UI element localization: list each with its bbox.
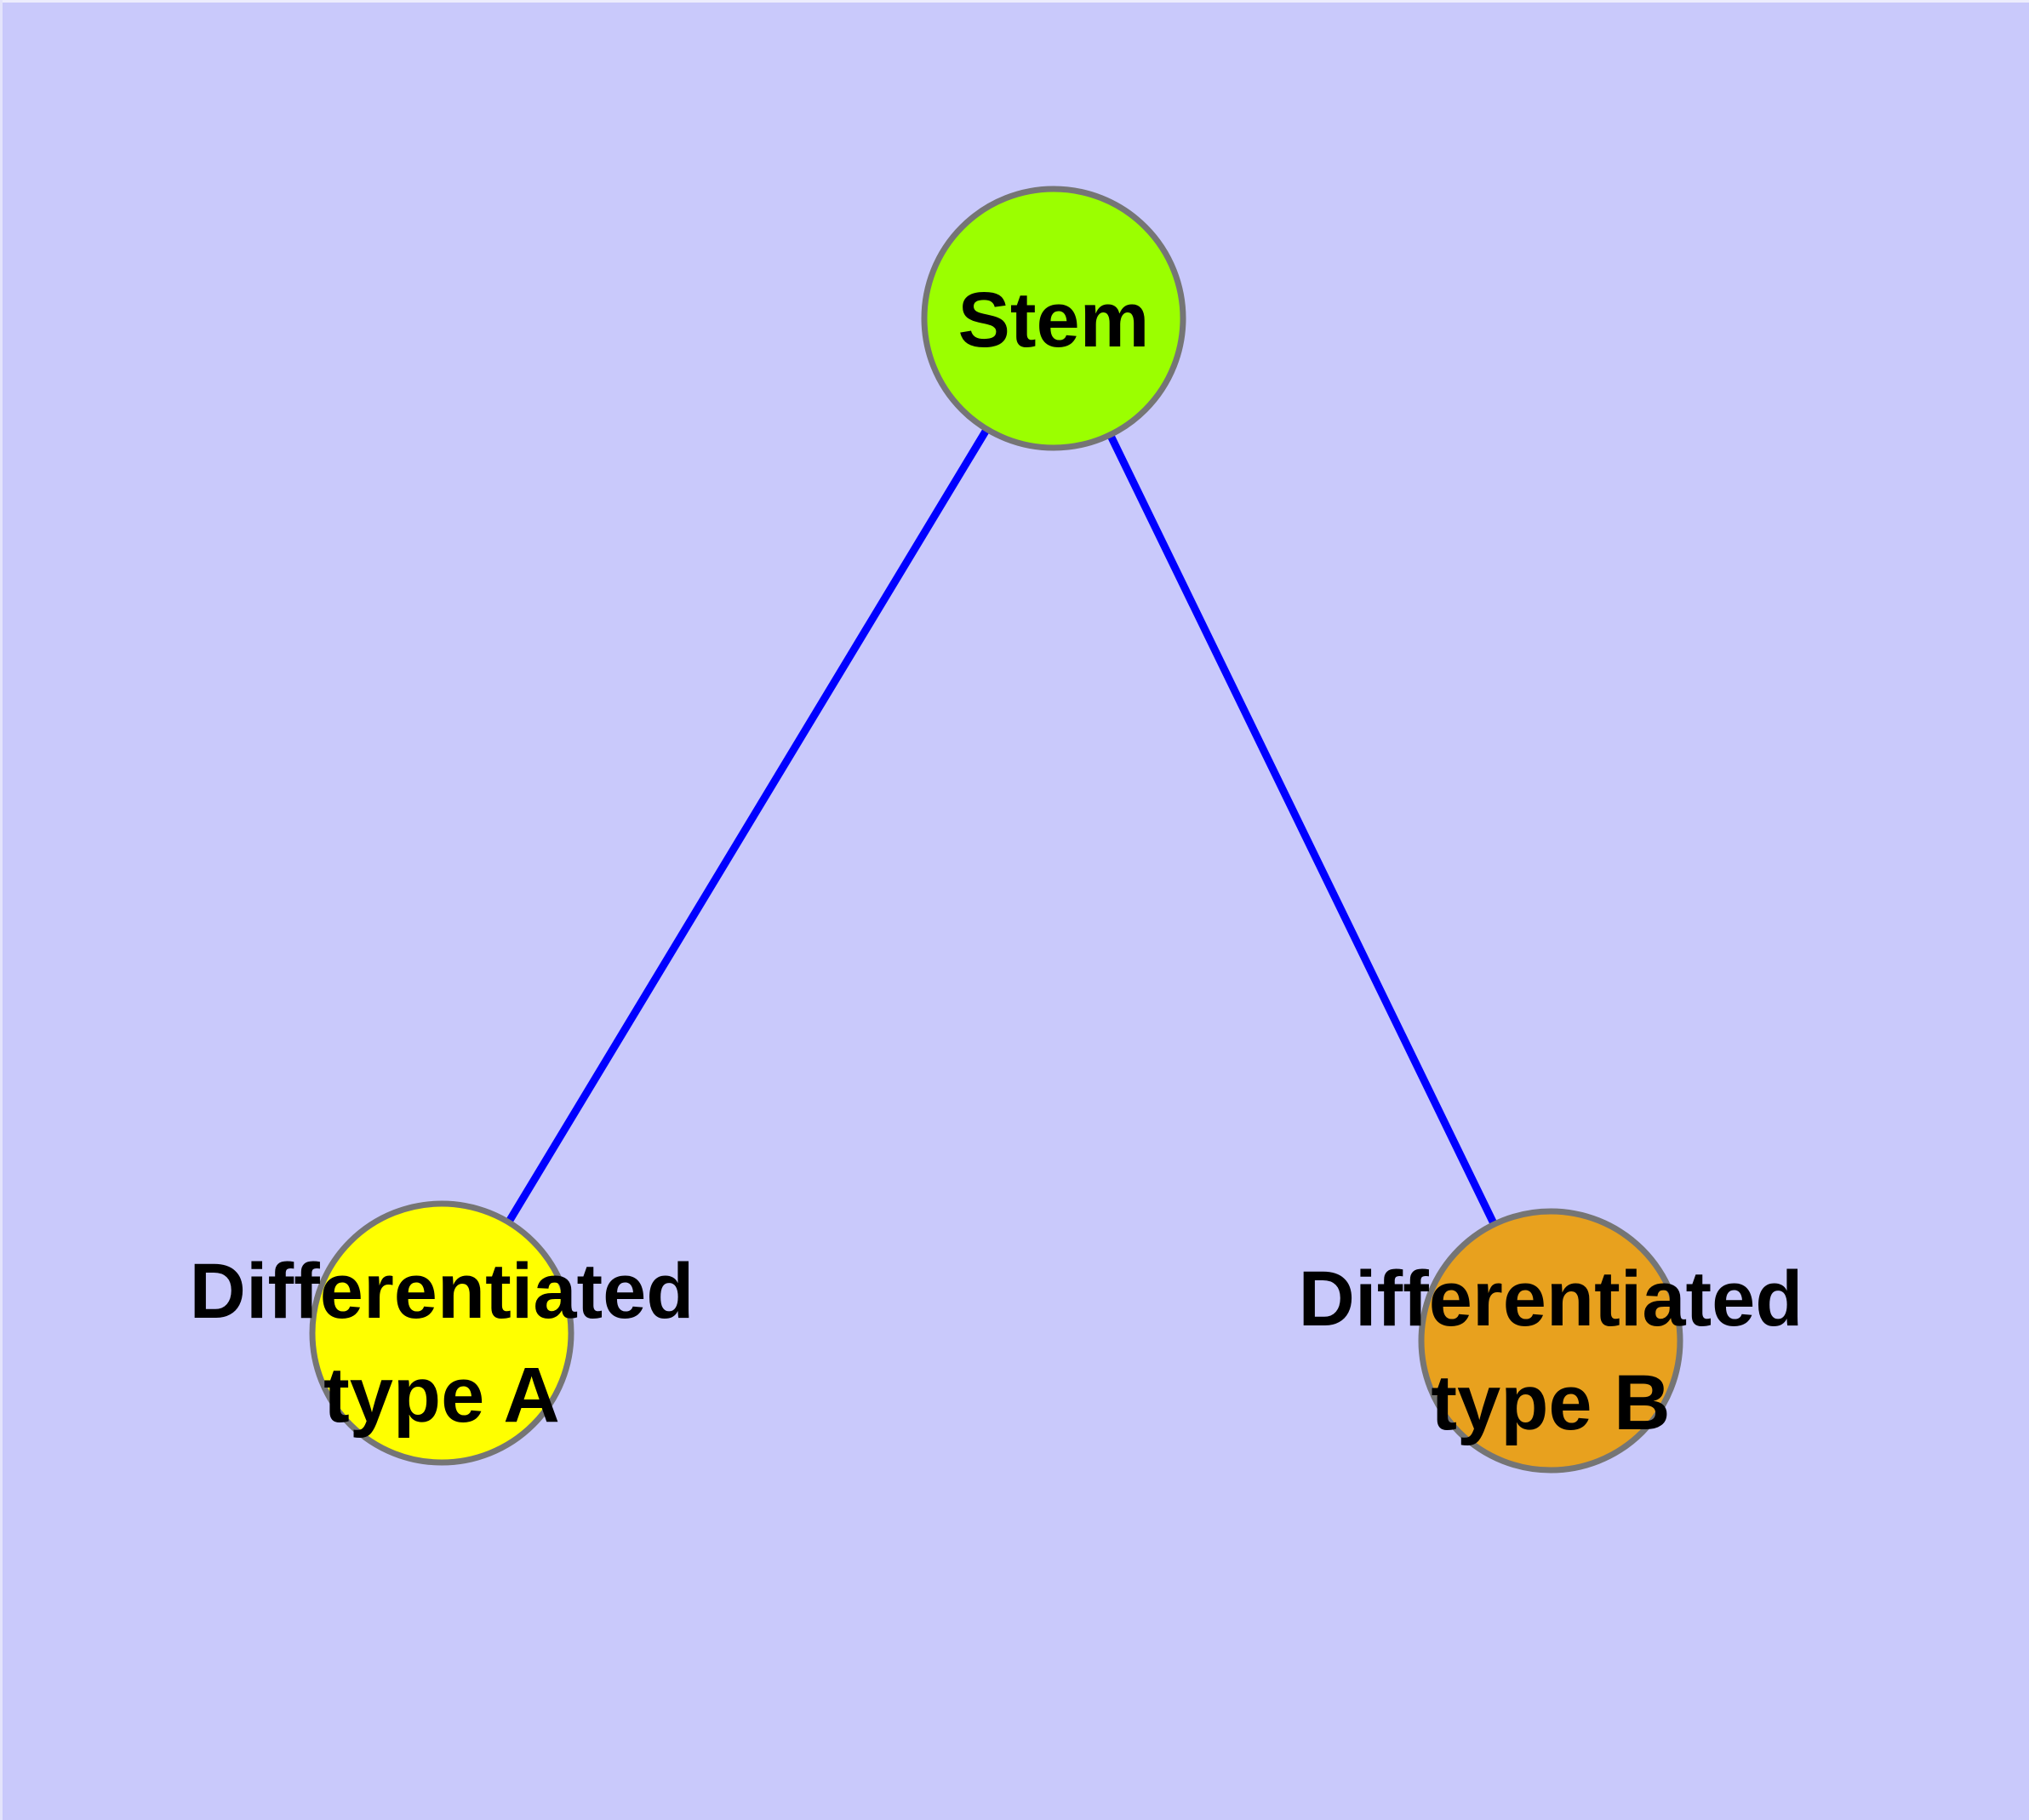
node-stem-label: Stem (958, 277, 1150, 363)
edge-stem-to-type-b (1049, 317, 1555, 1342)
edge-stem-to-type-a (438, 316, 1057, 1336)
top-edge-hairline (0, 0, 2029, 3)
node-type-b-label-line2: type B (1431, 1359, 1670, 1446)
node-type-b-label-line1: Differentiated (1299, 1256, 1803, 1342)
node-stem[interactable] (921, 186, 1186, 451)
node-differentiated-type-b[interactable] (1418, 1208, 1683, 1474)
node-differentiated-type-a[interactable] (309, 1200, 574, 1466)
node-type-a-label-line1: Differentiated (190, 1248, 694, 1335)
left-edge-hairline (0, 0, 3, 1820)
node-type-a-label-line2: type A (323, 1352, 560, 1439)
